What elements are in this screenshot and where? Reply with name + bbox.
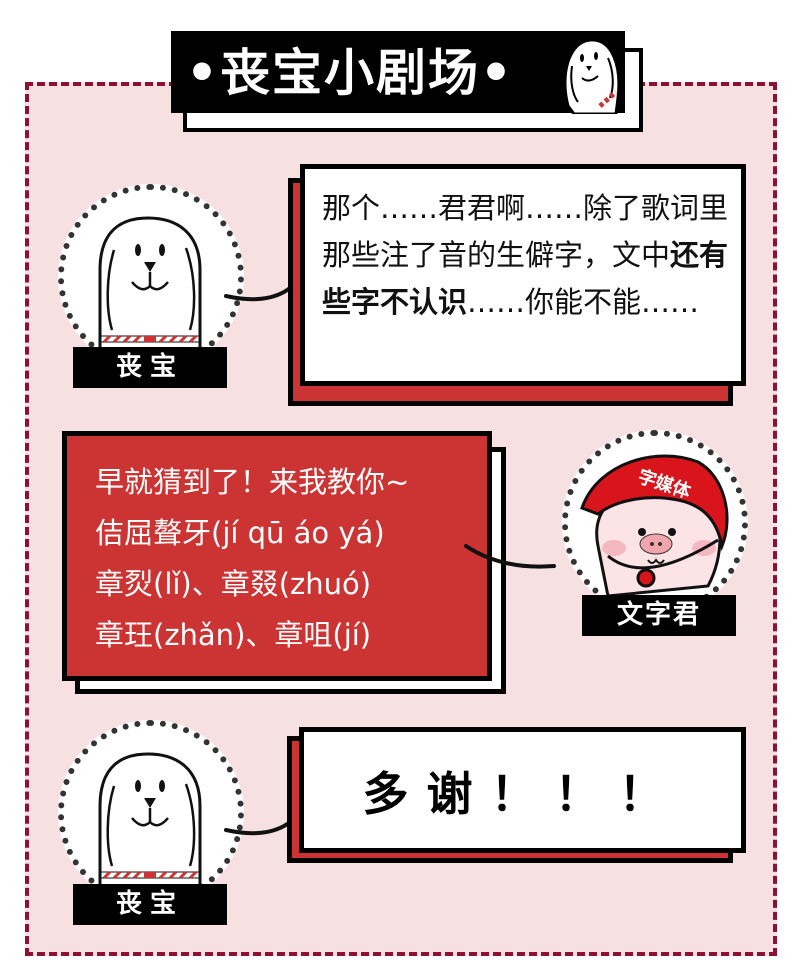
speech-line: 章玨(zhǎn)、章咀(jí): [95, 618, 372, 652]
speech-line: 章烮(lǐ)、章叕(zhuó): [95, 567, 372, 601]
wenzijun-avatar: 字媒体: [562, 430, 748, 616]
pig-with-red-helmet-avatar-icon: 字媒体: [580, 454, 729, 598]
white-dog-avatar-icon: [98, 752, 202, 888]
speech-bubble-sangbao-1: [300, 164, 746, 386]
speech-bubble-sangbao-2: [299, 727, 746, 853]
speech-text-emphasis: 还有些字不认识: [322, 238, 729, 319]
page-title: •丧宝小剧场•: [186, 44, 514, 102]
speech-text-part: ……你能不能……: [467, 285, 700, 319]
title-banner: [171, 31, 625, 113]
speech-line: 佶屈聱牙(jí qū áo yá): [95, 516, 385, 550]
sangbao-name-tag: 丧宝: [73, 347, 227, 388]
speech-text-sangbao-2: 多谢！！！: [362, 767, 683, 821]
speech-text-part: 那个……君君啊……除了歌词里那些注了音的生僻字，文中: [322, 191, 729, 272]
sangbao-avatar: [58, 720, 244, 906]
dog-mascot-icon: [563, 38, 621, 114]
wenzijun-name-tag: 文字君: [582, 595, 736, 636]
sangbao-name-tag: 丧宝: [73, 884, 227, 925]
speech-connector-line: [464, 544, 556, 569]
speech-line: 早就猜到了！来我教你~: [95, 465, 410, 499]
sangbao-avatar: [58, 184, 244, 370]
speech-text-sangbao-1: 那个……君君啊……除了歌词里那些注了音的生僻字，文中还有些字不认识……你能不能……: [322, 185, 737, 326]
speech-text-wenzijun: 早就猜到了！来我教你~ 佶屈聱牙(jí qū áo yá) 章烮(lǐ)、章叕(…: [95, 457, 480, 661]
white-dog-avatar-icon: [98, 216, 202, 352]
speech-bubble-wenzijun: [62, 431, 492, 681]
